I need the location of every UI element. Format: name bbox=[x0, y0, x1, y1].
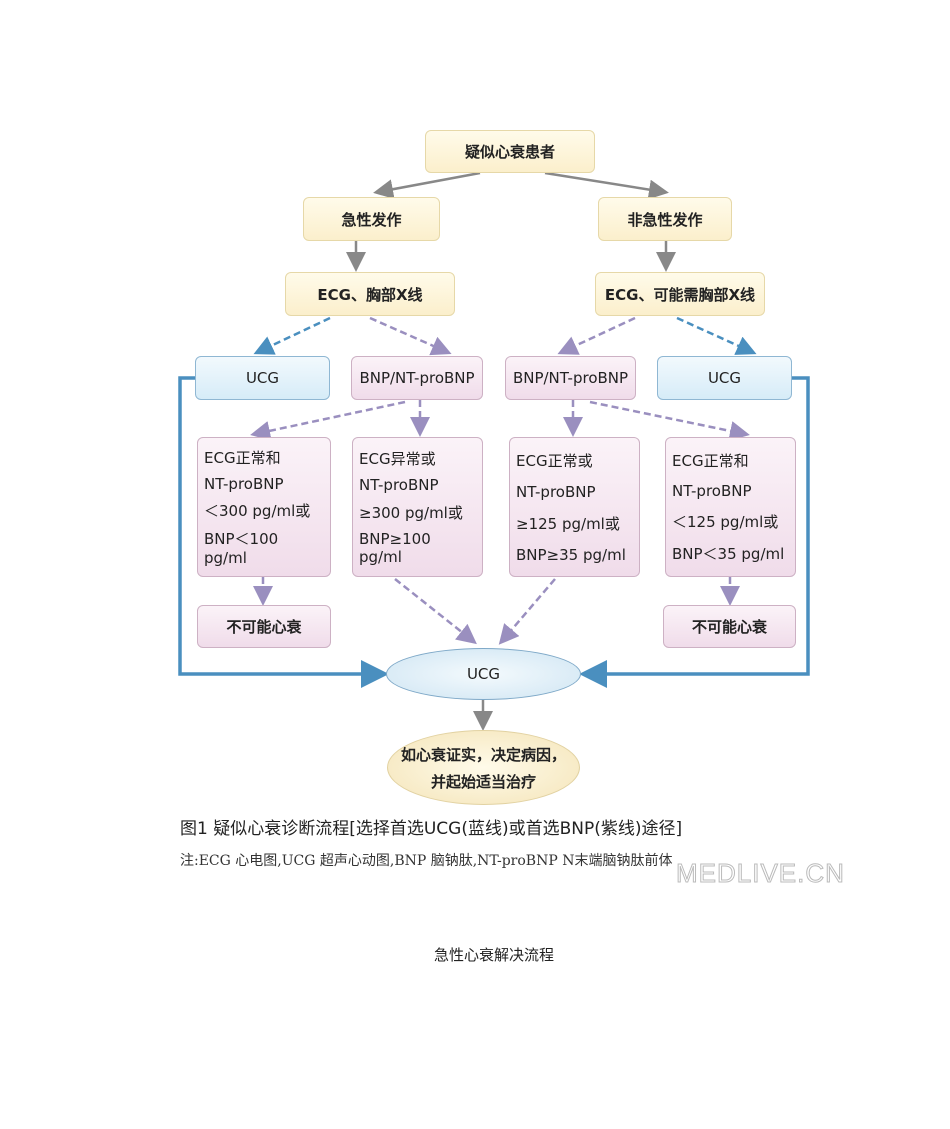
criteria-line: ＜300 pg/ml或 bbox=[204, 501, 311, 520]
criteria-line: ECG正常和 bbox=[672, 451, 749, 470]
node-suspected-hf: 疑似心衰患者 bbox=[425, 130, 595, 173]
criteria-line: NT-proBNP bbox=[672, 481, 752, 500]
blue-path-right bbox=[579, 376, 810, 688]
document-title: 急性心衰解决流程 bbox=[433, 946, 554, 964]
criteria-line: ECG正常或 bbox=[516, 452, 593, 470]
figure-caption: 图1 疑似心衰诊断流程[选择首选UCG(蓝线)或首选BNP(紫线)途径] bbox=[180, 819, 683, 839]
node-unlikely-left: 不可能心衰 bbox=[197, 605, 331, 648]
node-unlikely-right: 不可能心衰 bbox=[663, 605, 796, 648]
arrow-purple-10 bbox=[498, 578, 556, 645]
node-criteria-4: ECG正常和 NT-proBNP ＜125 pg/ml或 BNP＜35 pg/m… bbox=[665, 437, 796, 577]
final-line-1: 如心衰证实，决定病因， bbox=[400, 745, 566, 764]
arrow-purple-9 bbox=[394, 578, 477, 645]
arrow-dashed-blue-left bbox=[253, 316, 331, 355]
criteria-line: BNP≥100 pg/ml bbox=[359, 530, 431, 567]
arrow-start-nonacute bbox=[544, 171, 669, 200]
criteria-line: ≥300 pg/ml或 bbox=[359, 503, 463, 522]
node-ucg-right: UCG bbox=[657, 356, 792, 400]
node-non-acute-tests: ECG、可能需胸部X线 bbox=[595, 272, 765, 316]
final-line-2: 并起始适当治疗 bbox=[430, 772, 536, 791]
criteria-line: NT-proBNP bbox=[359, 476, 439, 495]
arrow-purple-2 bbox=[557, 316, 636, 355]
node-acute: 急性发作 bbox=[303, 197, 440, 241]
arrow-dashed-blue-right bbox=[676, 316, 757, 355]
node-bnp-left: BNP/NT-proBNP bbox=[351, 356, 483, 400]
node-final: 如心衰证实，决定病因， 并起始适当治疗 bbox=[387, 730, 580, 805]
criteria-line: NT-proBNP bbox=[204, 475, 284, 494]
node-ucg-center: UCG bbox=[386, 648, 581, 700]
criteria-line: BNP＜35 pg/ml bbox=[672, 545, 785, 564]
node-criteria-3: ECG正常或 NT-proBNP ≥125 pg/ml或 BNP≥35 pg/m… bbox=[509, 437, 640, 577]
criteria-line: ECG正常和 bbox=[204, 449, 281, 468]
node-criteria-1: ECG正常和 NT-proBNP ＜300 pg/ml或 BNP＜100 pg/… bbox=[197, 437, 331, 577]
criteria-line: ECG异常或 bbox=[359, 449, 436, 468]
criteria-line: BNP＜100 pg/ml bbox=[204, 529, 279, 567]
node-criteria-2: ECG异常或 NT-proBNP ≥300 pg/ml或 BNP≥100 pg/… bbox=[352, 437, 483, 577]
arrow-purple-4 bbox=[250, 400, 406, 441]
arrow-start-acute bbox=[373, 171, 481, 200]
node-ucg-left: UCG bbox=[195, 356, 330, 400]
arrow-purple-1 bbox=[369, 316, 452, 356]
arrow-purple-6 bbox=[589, 400, 750, 441]
blue-path-left bbox=[178, 376, 389, 688]
node-bnp-right: BNP/NT-proBNP bbox=[505, 356, 636, 400]
node-non-acute: 非急性发作 bbox=[598, 197, 732, 241]
criteria-line: NT-proBNP bbox=[516, 483, 596, 501]
figure-note: 注:ECG 心电图,UCG 超声心动图,BNP 脑钠肽,NT-proBNP N末… bbox=[180, 853, 673, 869]
criteria-line: ＜125 pg/ml或 bbox=[672, 513, 779, 532]
watermark: MEDLIVE.CN bbox=[676, 858, 845, 889]
criteria-line: BNP≥35 pg/ml bbox=[516, 546, 626, 564]
node-acute-tests: ECG、胸部X线 bbox=[285, 272, 455, 316]
criteria-line: ≥125 pg/ml或 bbox=[516, 515, 620, 533]
